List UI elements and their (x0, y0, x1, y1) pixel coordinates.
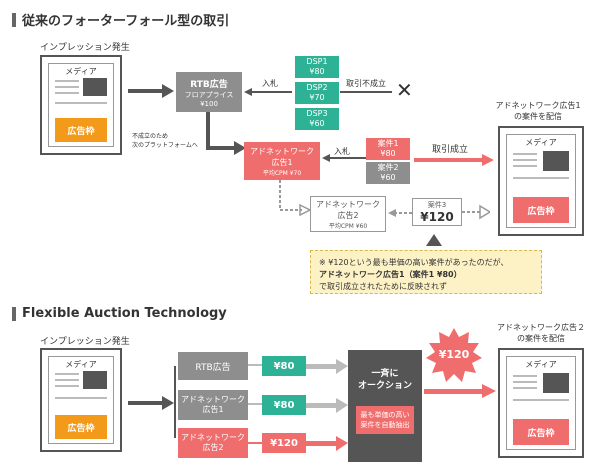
fat-adnet1-price: ¥80 (262, 395, 306, 415)
image-placeholder-icon (83, 78, 107, 96)
media-label: メディア (65, 67, 97, 76)
dashed-arrow-icon (279, 180, 312, 217)
media-label-result-fat: メディア (525, 360, 557, 369)
brace-line (174, 366, 176, 438)
note-line-3: で取引成立されたために反映されず (319, 282, 447, 291)
starburst-icon (426, 328, 482, 382)
bid-label-2: 入札 (334, 147, 350, 156)
arrow-right-icon (128, 84, 174, 98)
note-box: ※ ¥120という最も単価の高い案件があったのだが、 アドネットワーク広告1（案… (310, 250, 542, 294)
rtb-box: RTB広告 フロアプライス ¥100 (176, 72, 242, 112)
impression-label: インプレッション発生 (40, 43, 130, 53)
ad-slot: 広告枠 (55, 118, 107, 142)
case1-box: 案件1¥80 (366, 138, 410, 160)
auction-box: 一斉にオークション 最も単価の高い案件を自動抽出 (348, 350, 422, 462)
media-document: メディア 広告枠 (40, 55, 122, 155)
dashed-arrow-left-icon (388, 209, 412, 217)
image-placeholder-icon (543, 151, 569, 171)
case3-box: 案件3 ¥120 (412, 198, 462, 226)
dsp3-box: DSP3¥60 (295, 108, 339, 130)
arrow-right-icon (128, 396, 174, 410)
dsp1-box: DSP1¥80 (295, 56, 339, 78)
winner-price: ¥120 (438, 348, 470, 361)
ad-slot-result: 広告枠 (513, 197, 569, 223)
section-title-waterfall: 従来のフォーターフォール型の取引 (12, 10, 229, 29)
auto-extract-box: 最も単価の高い案件を自動抽出 (356, 406, 414, 434)
arrows-to-auction-icon (306, 359, 348, 451)
auction-label: 一斉にオークション (357, 369, 412, 391)
pointer-triangle-icon (426, 234, 442, 246)
rtb-floor-label: フロアプライス (184, 90, 234, 99)
fat-rtb-box: RTB広告 (178, 352, 248, 380)
line-icon (340, 91, 392, 93)
arrow-down-right-icon (206, 112, 246, 155)
media-document-result-fat: メディア 広告枠 (498, 348, 584, 458)
ad-slot-result-fat: 広告枠 (513, 419, 569, 445)
fat-adnet2-price: ¥120 (262, 433, 306, 453)
waterfall-title: 従来のフォーターフォール型の取引 (22, 14, 230, 29)
media-document-fat: メディア 広告枠 (40, 348, 122, 452)
fat-adnet1-box: アドネットワーク広告1 (178, 390, 248, 420)
adnet1-box: アドネットワーク 広告1 平均CPM ¥70 (244, 142, 320, 180)
image-placeholder-icon (543, 373, 569, 393)
deal-label: 取引成立 (432, 145, 469, 155)
ad-slot-fat: 広告枠 (55, 415, 107, 439)
no-deal-label: 取引不成立 (346, 79, 386, 88)
dashed-arrow-right-icon (462, 204, 490, 220)
arrow-right-red-icon (414, 154, 494, 166)
arrow-left-icon (322, 154, 366, 162)
section-bar-icon (12, 306, 16, 321)
note-line-2: アドネットワーク広告1（案件1 ¥80） (319, 270, 462, 279)
case2-box: 案件2¥60 (366, 162, 410, 184)
fat-adnet2-box: アドネットワーク広告2 (178, 428, 248, 458)
connector-lines (248, 364, 262, 444)
media-label-fat: メディア (65, 360, 97, 369)
media-label-result: メディア (525, 138, 557, 147)
dsp2-box: DSP2¥70 (295, 82, 339, 104)
media-page: メディア 広告枠 (48, 63, 114, 147)
image-placeholder-icon (83, 371, 107, 389)
arrow-left-icon (244, 88, 292, 96)
fat-title: Flexible Auction Technology (22, 306, 227, 321)
section-bar-icon (12, 12, 16, 27)
cross-icon: ✕ (396, 78, 413, 102)
fallback-label: 不成立のため次のプラットフォームへ (132, 133, 198, 149)
media-document-result: メディア 広告枠 (498, 126, 584, 236)
impression-label-fat: インプレッション発生 (40, 337, 130, 347)
arrow-right-red-icon (424, 384, 496, 398)
section-title-fat: Flexible Auction Technology (12, 306, 227, 321)
fat-rtb-price: ¥80 (262, 356, 306, 376)
rtb-name: RTB広告 (190, 79, 228, 90)
rtb-floor-price: ¥100 (200, 99, 218, 108)
note-line-1: ※ ¥120という最も単価の高い案件があったのだが、 (319, 258, 509, 267)
adnet2-box: アドネットワーク 広告2 平均CPM ¥60 (310, 196, 386, 232)
bid-label: 入札 (262, 79, 278, 88)
